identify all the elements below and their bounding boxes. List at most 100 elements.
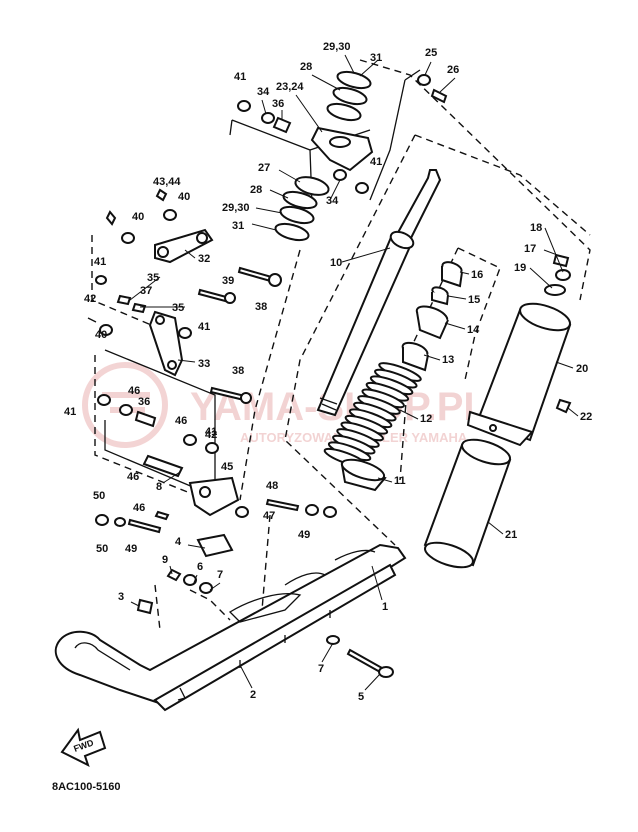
leader-line: [251, 223, 277, 231]
lower-linkage: [95, 394, 337, 558]
cover-tube-20: [466, 302, 572, 447]
callout-15: 15: [468, 294, 480, 306]
leader-line: [295, 94, 323, 133]
callout-6: 6: [197, 561, 203, 573]
leader-line: [377, 477, 393, 483]
callout-41: 41: [198, 321, 210, 333]
callout-16: 16: [471, 269, 483, 281]
leader-line: [439, 77, 456, 93]
bump-stops: [401, 261, 463, 372]
callout-32: 32: [198, 253, 210, 265]
callout-41: 41: [64, 406, 76, 418]
callout-40: 40: [95, 329, 107, 341]
leader-line: [192, 574, 198, 586]
leader-line: [239, 664, 253, 689]
callout-35: 35: [172, 302, 184, 314]
callout-26: 26: [447, 64, 459, 76]
ski-fasteners: [136, 568, 394, 678]
callout-42: 42: [84, 293, 96, 305]
leader-line: [543, 249, 561, 257]
cover-tube-21: [423, 438, 512, 569]
callout-46: 46: [133, 502, 145, 514]
callout-47: 47: [263, 510, 275, 522]
callout-29-30: 29,30: [323, 41, 351, 53]
callout-31: 31: [232, 220, 244, 232]
callout-49: 49: [125, 543, 137, 555]
spring-seat: [340, 458, 387, 492]
leader-line: [187, 544, 206, 549]
callout-7: 7: [217, 569, 223, 581]
leader-line: [423, 354, 441, 361]
leader-line: [130, 601, 140, 607]
callout-9: 9: [162, 554, 168, 566]
leader-line: [344, 54, 355, 74]
callout-10: 10: [330, 257, 342, 269]
callout-49: 49: [298, 529, 310, 541]
leader-line: [359, 59, 379, 77]
callout-36: 36: [272, 98, 284, 110]
callout-23-24: 23,24: [276, 81, 304, 93]
leader-line: [169, 565, 173, 575]
leader-line: [555, 361, 574, 369]
callout-7: 7: [318, 663, 324, 675]
callout-3: 3: [118, 591, 124, 603]
leader-line: [162, 471, 181, 484]
leader-line: [209, 582, 221, 591]
callout-45: 45: [221, 461, 233, 473]
callout-41: 41: [94, 256, 106, 268]
callout-39: 39: [222, 275, 234, 287]
leader-line: [424, 61, 432, 76]
callout-40: 40: [132, 211, 144, 223]
callout-14: 14: [467, 324, 480, 336]
callout-2: 2: [250, 689, 256, 701]
leader-line: [321, 642, 334, 663]
callout-38: 38: [232, 365, 244, 377]
leader-line: [459, 271, 470, 275]
callout-8: 8: [156, 481, 162, 493]
ski: [54, 543, 407, 712]
leader-line: [444, 322, 466, 330]
callout-19: 19: [514, 262, 526, 274]
callout-50: 50: [93, 490, 105, 502]
callout-28: 28: [250, 184, 262, 196]
callout-12: 12: [420, 413, 432, 425]
callout-20: 20: [576, 363, 588, 375]
linkage-arms: [87, 100, 292, 404]
leader-line: [177, 359, 196, 363]
callout-46: 46: [175, 415, 187, 427]
leader-line: [399, 409, 419, 420]
fwd-arrow-icon: FWD: [60, 727, 107, 767]
callout-43-44: 43,44: [153, 176, 181, 188]
callout-17: 17: [524, 243, 536, 255]
leader-line: [487, 521, 504, 535]
leader-line: [567, 407, 579, 417]
leader-line: [129, 276, 161, 301]
leader-line: [269, 189, 289, 199]
callout-50: 50: [96, 543, 108, 555]
callout-13: 13: [442, 354, 454, 366]
callout-11: 11: [394, 475, 406, 487]
callout-35: 35: [147, 272, 159, 284]
callout-42: 42: [205, 429, 217, 441]
leader-line: [364, 673, 381, 691]
leader-line: [529, 267, 553, 289]
shaft: [316, 169, 442, 417]
leader-line: [311, 74, 341, 91]
leader-line: [341, 247, 391, 263]
leader-line: [184, 249, 196, 259]
callout-18: 18: [530, 222, 542, 234]
callout-33: 33: [198, 358, 210, 370]
callout-34: 34: [257, 86, 270, 98]
spring: [323, 362, 422, 468]
callout-4: 4: [175, 536, 182, 548]
callout-27: 27: [258, 162, 270, 174]
callout-46: 46: [128, 385, 140, 397]
callout-labels: 12345677891011121314151617181920212223,2…: [64, 41, 592, 703]
callout-29-30: 29,30: [222, 202, 250, 214]
callout-22: 22: [580, 411, 592, 423]
callout-34: 34: [326, 195, 339, 207]
leader-line: [278, 169, 301, 183]
small-fasteners: [417, 74, 572, 414]
